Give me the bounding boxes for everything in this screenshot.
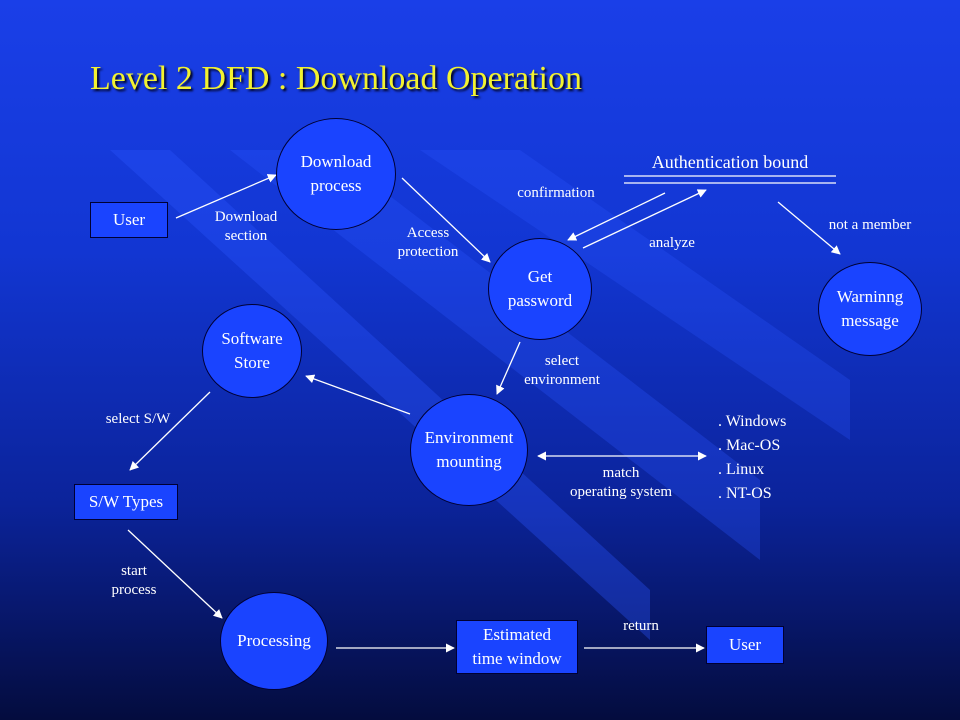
flow-label-select-environment: select environment bbox=[524, 353, 600, 388]
authentication-bound-store: Authentication bound bbox=[651, 152, 809, 172]
flow-label-confirmation: confirmation bbox=[517, 185, 595, 201]
flow-label-start-process: start process bbox=[111, 563, 157, 598]
flow-label-select-sw: select S/W bbox=[105, 411, 171, 427]
arrow-user-to-download bbox=[175, 174, 277, 219]
slide-title: Level 2 DFD : Download Operation bbox=[90, 60, 582, 97]
flow-label-analyze: analyze bbox=[649, 235, 695, 251]
download-process-node: Download process bbox=[276, 118, 396, 230]
warning-message-node: Warninng message bbox=[818, 262, 922, 356]
arrow-store-to-swtypes bbox=[129, 391, 211, 471]
arrow-auth-to-warning bbox=[777, 201, 841, 255]
arrow-password-to-environment bbox=[496, 341, 521, 395]
user-source-box: User bbox=[90, 202, 168, 238]
os-list: . Windows . Mac-OS . Linux . NT-OS bbox=[718, 413, 787, 502]
user-sink-box: User bbox=[706, 626, 784, 664]
arrow-password-to-auth bbox=[582, 189, 707, 249]
flow-label-not-a-member: not a member bbox=[828, 217, 912, 233]
processing-node: Processing bbox=[220, 592, 328, 690]
arrow-environment-to-store bbox=[305, 374, 411, 415]
flow-label-match-os: match operating system bbox=[569, 465, 673, 500]
environment-mounting-node: Environment mounting bbox=[410, 394, 528, 506]
arrow-download-to-password bbox=[401, 177, 491, 263]
software-store-node: Software Store bbox=[202, 304, 302, 398]
sw-types-box: S/W Types bbox=[74, 484, 178, 520]
arrow-swtypes-to-processing bbox=[127, 529, 223, 619]
flow-label-download-section: Download section bbox=[214, 209, 278, 244]
get-password-node: Get password bbox=[488, 238, 592, 340]
estimated-time-window-box: Estimated time window bbox=[456, 620, 578, 674]
flow-label-return: return bbox=[623, 618, 659, 634]
flow-label-access-protection: Access protection bbox=[397, 225, 459, 260]
arrow-auth-to-password bbox=[567, 192, 666, 241]
